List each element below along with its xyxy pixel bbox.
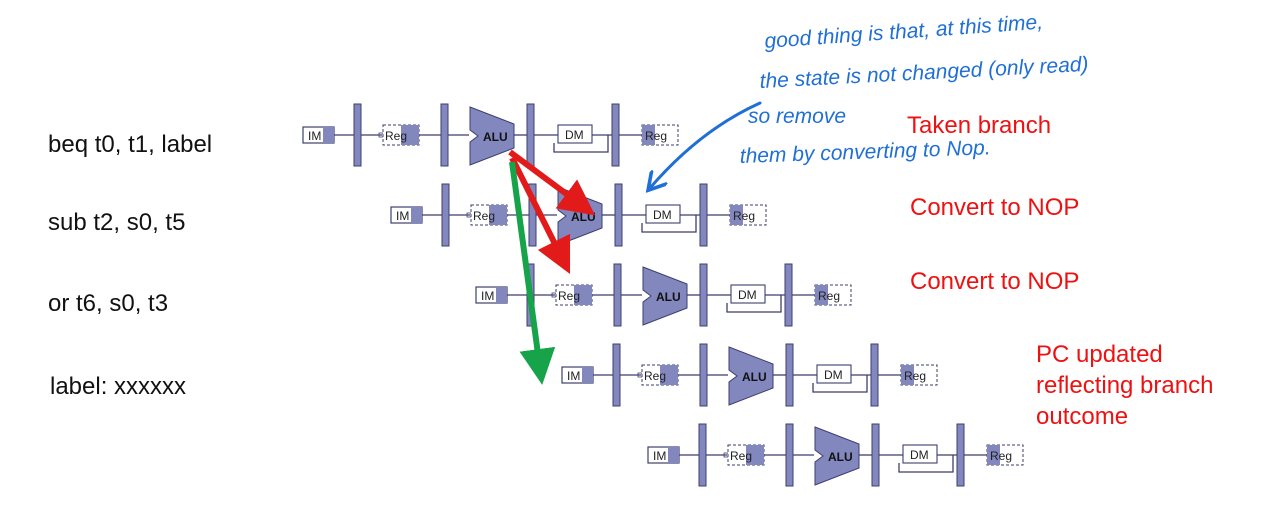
im-label: IM (481, 289, 494, 303)
dm-bypass-wire (812, 375, 868, 393)
dm-box (645, 204, 681, 224)
reg-read-label: Reg (730, 449, 752, 463)
reg-write-shade (815, 285, 828, 305)
reg-read-label: Reg (644, 369, 666, 383)
im-label: IM (308, 129, 321, 143)
handwritten-note: good thing is that, at this time, the st… (650, 11, 1089, 188)
pipeline-row-3: IM Reg ALU DM Reg (475, 263, 852, 327)
alu-label: ALU (656, 290, 681, 304)
reg-read-shade (401, 125, 419, 145)
im-shade (668, 447, 679, 463)
note-line-4: them by converting to Nop. (739, 136, 991, 168)
dm-label: DM (653, 208, 672, 222)
pipeline-register-mem-wb (956, 423, 965, 487)
pipeline-register-ex-mem (699, 263, 708, 327)
pipeline-register-ex-mem (785, 343, 794, 407)
pipeline-register-ex-mem (526, 103, 535, 167)
note-line-3: so remove (748, 105, 846, 128)
dm-label: DM (738, 288, 757, 302)
alu-shape (814, 426, 860, 486)
im-shade (323, 127, 334, 143)
note-line-2: the state is not changed (only read) (759, 53, 1089, 93)
flush-arrow-to-sub (508, 149, 596, 216)
instruction-or: or t6, s0, t3 (48, 290, 169, 317)
reg-read-shade (660, 365, 678, 385)
pipeline-register-mem-wb (784, 263, 793, 327)
dm-box (902, 444, 938, 464)
convert-to-nop-label-2: Convert to NOP (910, 268, 1080, 295)
reg-write-label: Reg (645, 129, 667, 143)
pipeline-register-id-ex (699, 343, 708, 407)
pc-updated-line-2: reflecting branch (1036, 372, 1214, 399)
pipeline-register-mem-wb (611, 103, 620, 167)
pipeline-row-5: IM Reg ALU DM Reg (647, 423, 1024, 487)
alu-shape (728, 346, 774, 406)
reg-read-shade (746, 445, 764, 465)
reg-write-shade (642, 125, 655, 145)
instruction-label: label: xxxxxx (50, 373, 187, 400)
dm-bypass-wire (641, 215, 697, 233)
pc-updated-line-3: outcome (1036, 403, 1129, 430)
pipeline-register-if-id (612, 343, 621, 407)
dm-box (816, 364, 852, 384)
alu-label: ALU (828, 450, 853, 464)
reg-read-label: Reg (558, 289, 580, 303)
pipeline-row-4: IM Reg ALU DM Reg (561, 343, 938, 407)
reg-read-label: Reg (385, 129, 407, 143)
alu-shape (469, 106, 515, 166)
im-shade (582, 367, 593, 383)
dm-label: DM (910, 448, 929, 462)
pipeline-register-id-ex (440, 103, 449, 167)
pipeline-register-id-ex (785, 423, 794, 487)
flush-arrow-to-or (509, 156, 571, 275)
alu-label: ALU (571, 210, 596, 224)
dm-box (557, 124, 593, 144)
im-label: IM (653, 449, 666, 463)
branch-target-arrow (509, 161, 556, 385)
im-shade (411, 207, 422, 223)
reg-write-label: Reg (990, 449, 1012, 463)
dm-bypass-wire (898, 455, 954, 473)
reg-write-label: Reg (904, 369, 926, 383)
reg-read-shade (574, 285, 592, 305)
reg-write-shade (987, 445, 1000, 465)
pipeline-row-1: IM Reg ALU DM Reg (302, 103, 679, 167)
im-label: IM (396, 209, 409, 223)
pipeline-register-if-id (698, 423, 707, 487)
pipeline-register-id-ex (613, 263, 622, 327)
pipeline-register-mem-wb (699, 183, 708, 247)
reg-write-label: Reg (818, 289, 840, 303)
reg-write-label: Reg (733, 209, 755, 223)
note-pointer-arrow (650, 101, 762, 188)
pipeline-register-if-id (353, 103, 362, 167)
pipeline-register-ex-mem (871, 423, 880, 487)
dm-label: DM (824, 368, 843, 382)
reg-read-shade (489, 205, 507, 225)
alu-label: ALU (742, 370, 767, 384)
convert-to-nop-label-1: Convert to NOP (910, 194, 1080, 221)
dm-box (730, 284, 766, 304)
taken-branch-label: Taken branch (907, 112, 1052, 139)
pipeline-register-mem-wb (870, 343, 879, 407)
dm-bypass-wire (726, 295, 782, 313)
dm-bypass-wire (553, 135, 609, 153)
instruction-beq: beq t0, t1, label (48, 131, 213, 158)
im-label: IM (567, 369, 580, 383)
reg-write-shade (730, 205, 743, 225)
reg-write-shade (901, 365, 914, 385)
im-shade (496, 287, 507, 303)
pipeline-row-2: IM Reg ALU DM Reg (390, 183, 767, 247)
instruction-sub: sub t2, s0, t5 (48, 209, 186, 236)
alu-label: ALU (483, 130, 508, 144)
reg-read-label: Reg (473, 209, 495, 223)
dm-label: DM (565, 128, 584, 142)
pipeline-register-ex-mem (614, 183, 623, 247)
note-line-1: good thing is that, at this time, (764, 11, 1044, 53)
pipeline-register-if-id (441, 183, 450, 247)
alu-shape (642, 266, 688, 326)
pc-updated-line-1: PC updated (1036, 341, 1163, 368)
